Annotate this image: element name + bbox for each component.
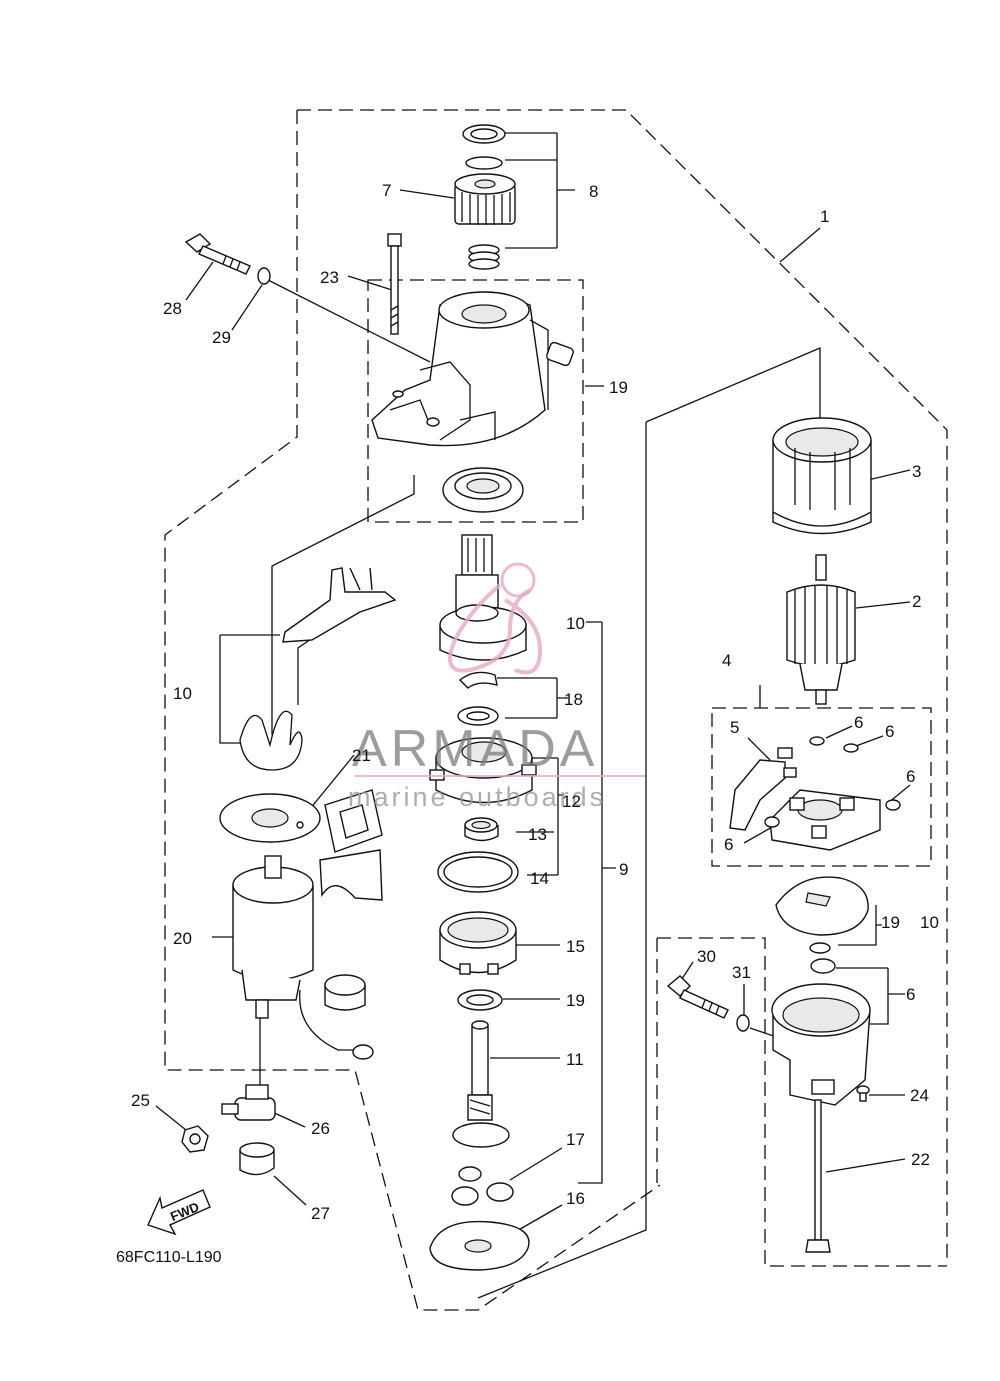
- assembly-boundary: [164, 109, 948, 1311]
- callout-6: 6: [724, 835, 733, 854]
- clip-29-part: [239, 1142, 275, 1176]
- brush-plate-19-part: [775, 876, 869, 954]
- callout-3: 3: [912, 462, 921, 481]
- armature-part: [786, 554, 856, 705]
- spring-part: [468, 244, 500, 270]
- end-plate-17-part: [429, 1220, 530, 1271]
- seal-ring-15-part: [437, 851, 519, 893]
- internal-gear-16-part: [439, 911, 517, 975]
- callout-14: 14: [530, 869, 549, 888]
- callout-23: 23: [320, 268, 339, 287]
- pinion-gear-part: [454, 173, 516, 225]
- callout-19: 19: [881, 913, 900, 932]
- callout-29: 29: [212, 328, 231, 347]
- callout-8: 8: [589, 182, 598, 201]
- callout-25: 25: [131, 1091, 150, 1110]
- callout-31: 31: [732, 963, 751, 982]
- callout-5: 5: [730, 718, 739, 737]
- boot-part: [319, 789, 383, 901]
- callout-27: 27: [311, 1204, 330, 1223]
- washer-19-part: [457, 989, 503, 1011]
- yoke-frame-part: [772, 417, 872, 535]
- callout-6: 6: [906, 767, 915, 786]
- watermark: ARMADA marine outboards: [348, 562, 645, 812]
- diagram-code: 68FC110-L190: [116, 1249, 222, 1266]
- callout-26: 26: [311, 1119, 330, 1138]
- callout-16: 16: [566, 1189, 585, 1208]
- callout-4: 4: [722, 651, 731, 670]
- callout-6: 6: [906, 985, 915, 1004]
- callout-15: 15: [566, 937, 585, 956]
- callout-2: 2: [912, 592, 921, 611]
- callout-24: 24: [910, 1086, 929, 1105]
- watermark-brand: ARMADA: [352, 720, 598, 778]
- callout-6: 6: [854, 713, 863, 732]
- front-housing-part: [371, 291, 574, 447]
- terminal-28-part: [221, 1084, 276, 1121]
- long-bolt-25-part: [387, 233, 402, 335]
- callout-7: 7: [382, 181, 391, 200]
- watermark-tagline: marine outboards: [348, 782, 606, 812]
- brush-holder-part: [729, 736, 901, 851]
- callout-21: 21: [352, 746, 371, 765]
- callout-17: 17: [566, 1130, 585, 1149]
- bearing-part: [442, 467, 524, 513]
- plate-part: [219, 793, 321, 843]
- gear-carrier-13-part: [429, 737, 537, 804]
- sleeve-part: [324, 974, 366, 1011]
- shift-lever-part: [282, 567, 397, 643]
- callout-20: 20: [173, 929, 192, 948]
- callout-6: 6: [885, 722, 894, 741]
- planet-gears-18-part: [451, 1166, 514, 1206]
- callout-10: 10: [920, 913, 939, 932]
- bolt-upper-left-part: [184, 233, 271, 285]
- screw-26-part: [856, 1085, 870, 1102]
- callout-19: 19: [609, 378, 628, 397]
- shaft-12-part: [452, 1020, 510, 1148]
- callout-22: 22: [911, 1150, 930, 1169]
- snap-ring-19-part: [457, 671, 499, 726]
- callout-13: 13: [528, 825, 547, 844]
- callout-1: 1: [820, 207, 829, 226]
- callout-10: 10: [566, 614, 585, 633]
- callout-30: 30: [697, 947, 716, 966]
- callout-18: 18: [564, 690, 583, 709]
- solenoid-part: [232, 855, 374, 1060]
- through-bolt-24-part: [805, 1099, 831, 1253]
- nut-27-part: [181, 1125, 209, 1153]
- leader-lines: [219, 132, 905, 1299]
- pointer-lines: [155, 189, 911, 1233]
- fwd-arrow-icon: FWD: [147, 1189, 211, 1236]
- callout-28: 28: [163, 299, 182, 318]
- callout-11: 11: [566, 1050, 584, 1069]
- drive-shaft-11-part: [439, 534, 527, 661]
- bushing-14-part: [464, 817, 499, 842]
- bolt-lower-right-part: [666, 975, 750, 1032]
- callout-12: 12: [562, 792, 581, 811]
- lever-spring-part: [239, 710, 303, 771]
- end-cover-part: [771, 958, 871, 1106]
- callout-9: 9: [619, 860, 628, 879]
- callout-10: 10: [173, 684, 192, 703]
- top-ring-part: [462, 124, 506, 170]
- callout-19: 19: [566, 991, 585, 1010]
